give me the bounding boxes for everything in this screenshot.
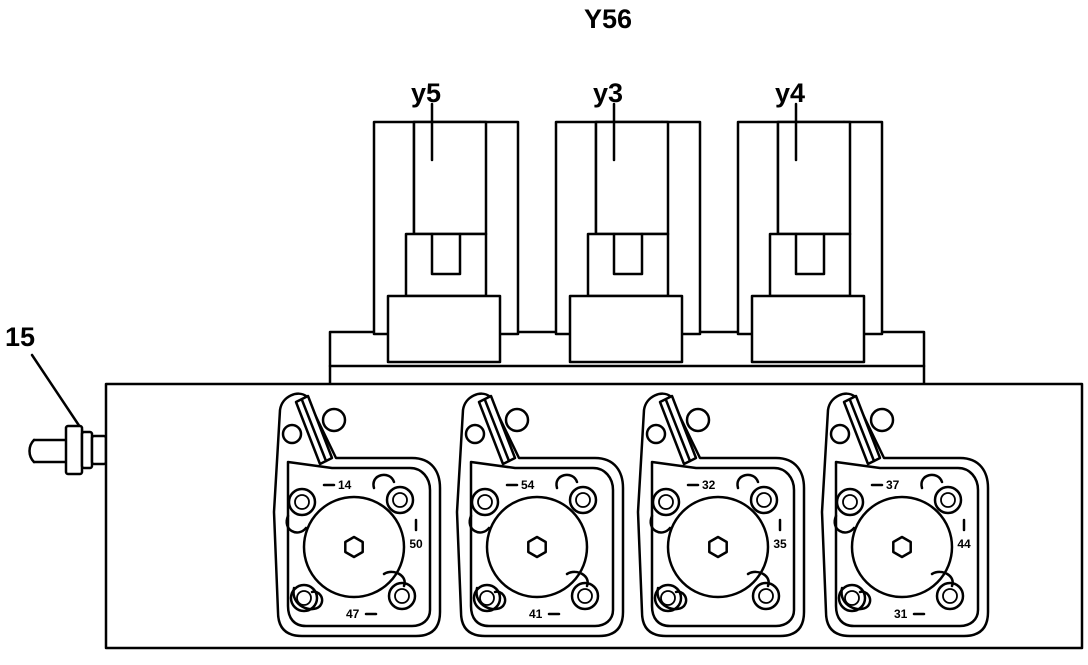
port-number-top: 14 xyxy=(338,478,352,492)
solenoid-label: y5 xyxy=(411,78,441,108)
valve-port-unit: 54 41 xyxy=(455,392,625,638)
solenoid-y5: y5 xyxy=(372,78,520,364)
port-number-bottom: 31 xyxy=(894,607,908,621)
port-number-bottom: 41 xyxy=(529,607,543,621)
callout-15-leader xyxy=(30,353,84,432)
solenoid-y3: y3 xyxy=(554,78,702,364)
pipe-fitting xyxy=(28,424,108,476)
port-group: 14 50 47 54 41 32 35 37 44 31 xyxy=(272,392,990,638)
solenoid-label: y3 xyxy=(593,78,623,108)
port-number-top: 37 xyxy=(886,478,900,492)
valve-port-unit: 37 44 31 xyxy=(820,392,990,638)
port-number-top: 32 xyxy=(702,478,716,492)
port-number-bottom: 47 xyxy=(346,607,360,621)
valve-port-unit: 14 50 47 xyxy=(272,392,442,638)
solenoid-y4: y4 xyxy=(736,78,884,364)
solenoid-label: y4 xyxy=(775,78,805,108)
callout-15-label: 15 xyxy=(5,322,35,352)
port-number-side: 50 xyxy=(409,537,423,551)
diagram-title: Y56 xyxy=(584,4,632,34)
port-number-side: 44 xyxy=(957,537,971,551)
port-number-side: 35 xyxy=(773,537,787,551)
solenoid-group: y5 y3 y4 xyxy=(372,78,884,364)
port-number-top: 54 xyxy=(521,478,535,492)
valve-port-unit: 32 35 xyxy=(636,392,806,638)
